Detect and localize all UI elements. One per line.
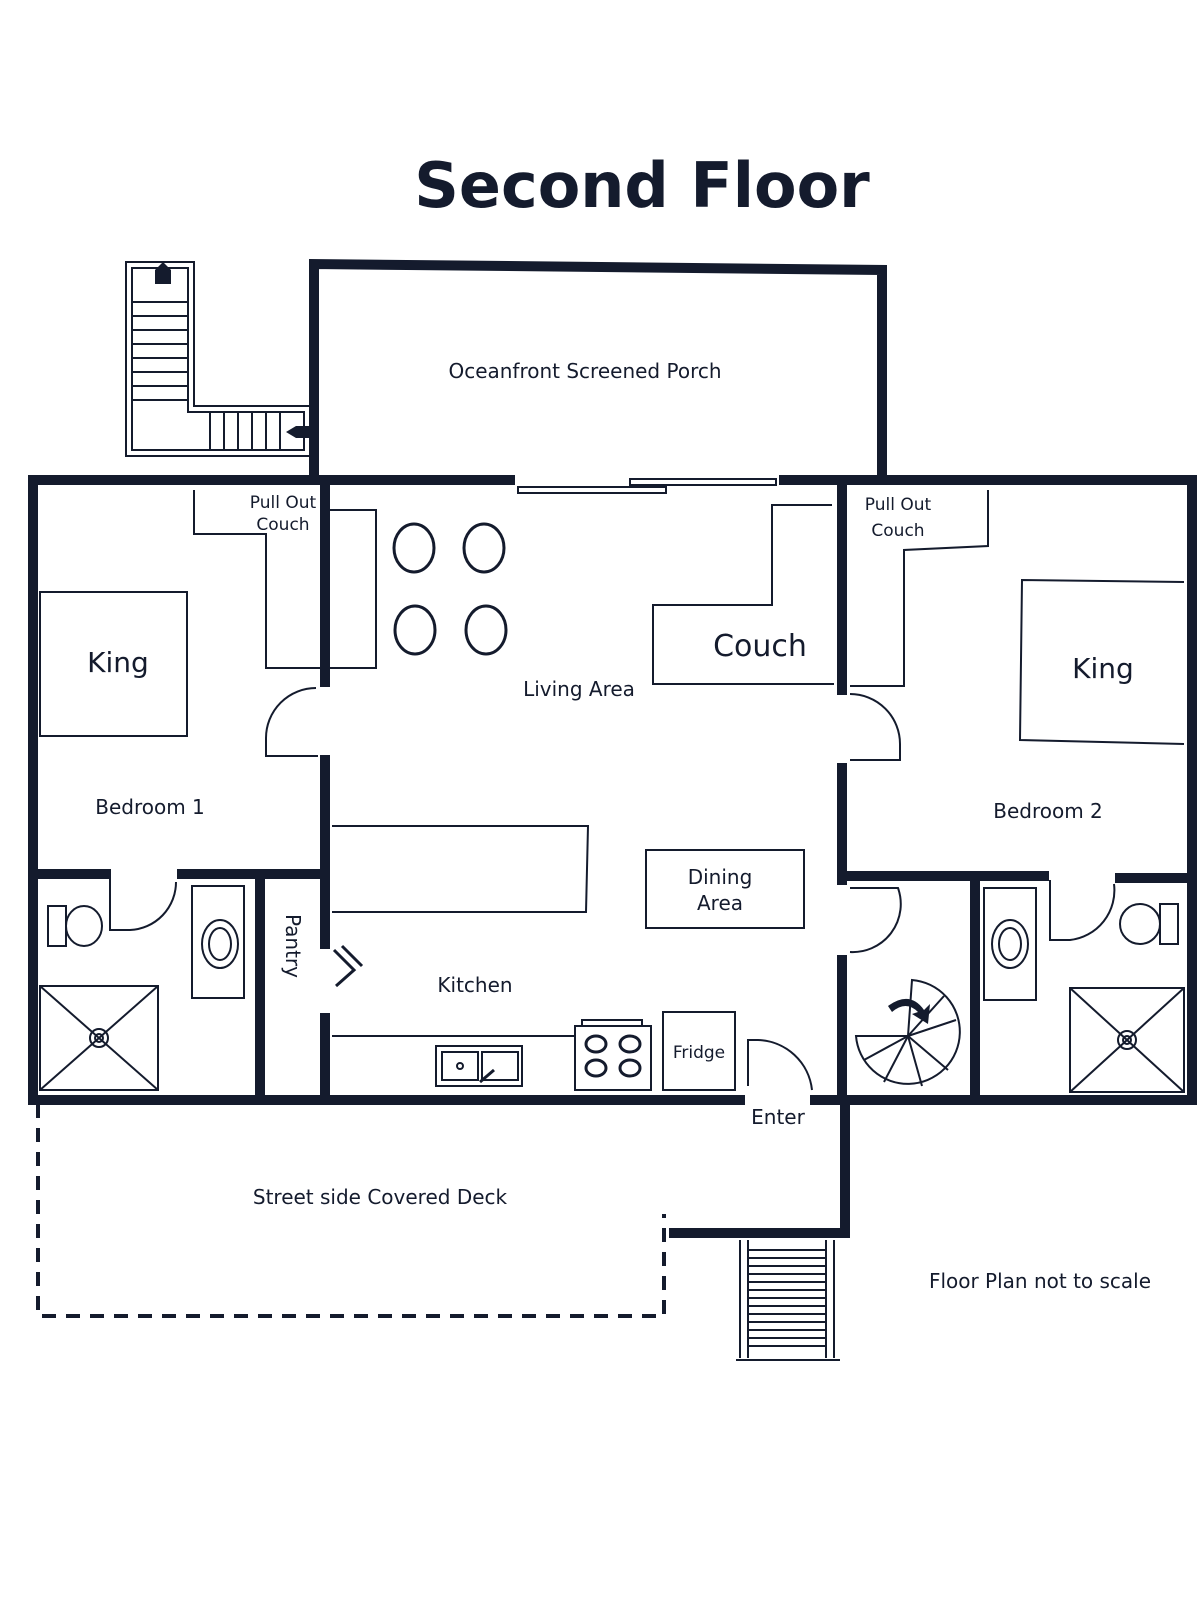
bedroom-1: Pull Out Couch King Bedroom 1 <box>39 490 377 819</box>
pullout-couch-right-line2: Couch <box>871 521 924 541</box>
porch-sliding-door <box>517 478 777 494</box>
bedroom-1-label: Bedroom 1 <box>95 795 205 819</box>
table-chairs-icon <box>392 522 508 656</box>
upper-staircase <box>125 261 314 457</box>
toilet-icon <box>1119 903 1179 945</box>
fridge-label: Fridge <box>673 1043 725 1063</box>
stove-icon <box>574 1019 652 1091</box>
toilet-icon <box>47 905 103 947</box>
pantry-label: Pantry <box>281 914 305 978</box>
lower-staircase <box>736 1240 840 1361</box>
kitchen: Dining Area Kitchen Fridge <box>332 825 805 1091</box>
scale-note: Floor Plan not to scale <box>929 1269 1151 1293</box>
pullout-couch-left-line1: Pull Out <box>250 493 317 513</box>
deck-label: Street side Covered Deck <box>253 1185 508 1209</box>
couch-label: Couch <box>713 629 807 664</box>
dining-label-line2: Area <box>697 891 743 915</box>
living-area: Couch Living Area <box>392 504 834 701</box>
sink-icon <box>191 885 245 999</box>
kitchen-label: Kitchen <box>437 973 512 997</box>
sink-icon <box>983 887 1037 1001</box>
oceanfront-porch: Oceanfront Screened Porch <box>309 258 887 485</box>
porch-label: Oceanfront Screened Porch <box>448 359 721 383</box>
stair-up-arrow-icon <box>155 262 171 284</box>
dining-label-line1: Dining <box>688 865 753 889</box>
page-title: Second Floor <box>414 149 870 222</box>
shower-icon <box>1069 987 1185 1093</box>
dining-table <box>645 849 805 929</box>
enter-label: Enter <box>751 1105 805 1129</box>
bathroom-2 <box>983 887 1185 1093</box>
bedroom-2: Pull Out Couch King Bedroom 2 <box>850 490 1185 823</box>
covered-deck: Street side Covered Deck <box>36 1104 666 1318</box>
bedroom-2-label: Bedroom 2 <box>993 799 1103 823</box>
spiral-staircase <box>854 978 961 1087</box>
stair-curve-arrow-icon <box>888 998 930 1024</box>
stair-left-arrow-icon <box>286 426 314 438</box>
kitchen-sink-icon <box>435 1045 523 1087</box>
living-area-label: Living Area <box>523 677 635 701</box>
exterior-walls <box>28 475 1197 1238</box>
fridge <box>662 1011 736 1091</box>
interior-walls <box>28 475 1197 1105</box>
pullout-couch-right-line1: Pull Out <box>865 495 932 515</box>
king-bed-left <box>39 591 188 737</box>
bathroom-1 <box>39 885 245 1091</box>
door-swings <box>109 687 1116 1091</box>
king-bed-right <box>1018 578 1185 745</box>
king-bed-left-label: King <box>87 646 149 679</box>
couch-outline <box>652 504 834 685</box>
shower-icon <box>39 985 159 1091</box>
pullout-couch-left-line2: Couch <box>256 515 309 535</box>
king-bed-right-label: King <box>1072 652 1134 685</box>
kitchen-island <box>332 825 590 913</box>
